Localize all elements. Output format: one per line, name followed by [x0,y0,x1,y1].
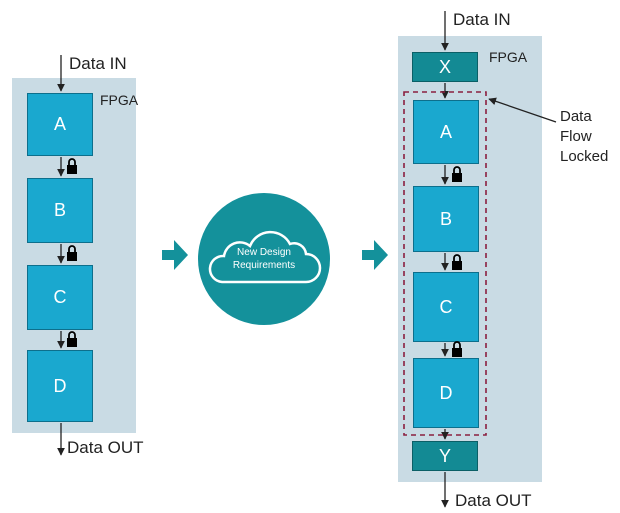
data-flow-locked-label: Data Flow Locked [560,107,608,167]
right-block-y: Y [412,441,478,471]
locked-region-outline [403,91,487,436]
lock-icon [451,341,463,358]
left-block-c: C [27,265,93,330]
center-circle [198,193,330,325]
left-lock-icons [66,158,78,348]
left-block-a: A [27,93,93,156]
right-block-d: D [413,358,479,428]
right-block-x: X [412,52,478,82]
left-data-in-label: Data IN [69,54,127,73]
cloud-text-line1: New Design [237,247,291,258]
left-fpga-label: FPGA [100,92,139,108]
lock-icon [451,166,463,183]
left-data-out-label: Data OUT [67,438,144,457]
arrow-right-icon [162,240,188,270]
left-block-b: B [27,178,93,243]
lock-icon [66,245,78,262]
right-block-b: B [413,186,479,252]
right-data-in-label: Data IN [453,10,511,29]
right-block-a: A [413,100,479,164]
locked-label-line1: Data [560,108,592,125]
cloud-text: New Design Requirements [216,246,312,272]
right-lock-icons [451,166,463,358]
right-block-c: C [413,272,479,342]
lock-icon [66,158,78,175]
locked-label-line3: Locked [560,148,609,165]
cloud-text-line2: Requirements [232,260,296,271]
left-block-d: D [27,350,93,422]
lock-icon [66,331,78,348]
arrow-right-icon [362,240,388,270]
locked-label-line2: Flow [560,128,592,145]
cloud-icon [208,230,322,284]
right-data-out-label: Data OUT [455,491,532,510]
right-fpga-label: FPGA [489,49,528,65]
locked-pointer-arrow [488,97,557,123]
lock-icon [451,254,463,271]
